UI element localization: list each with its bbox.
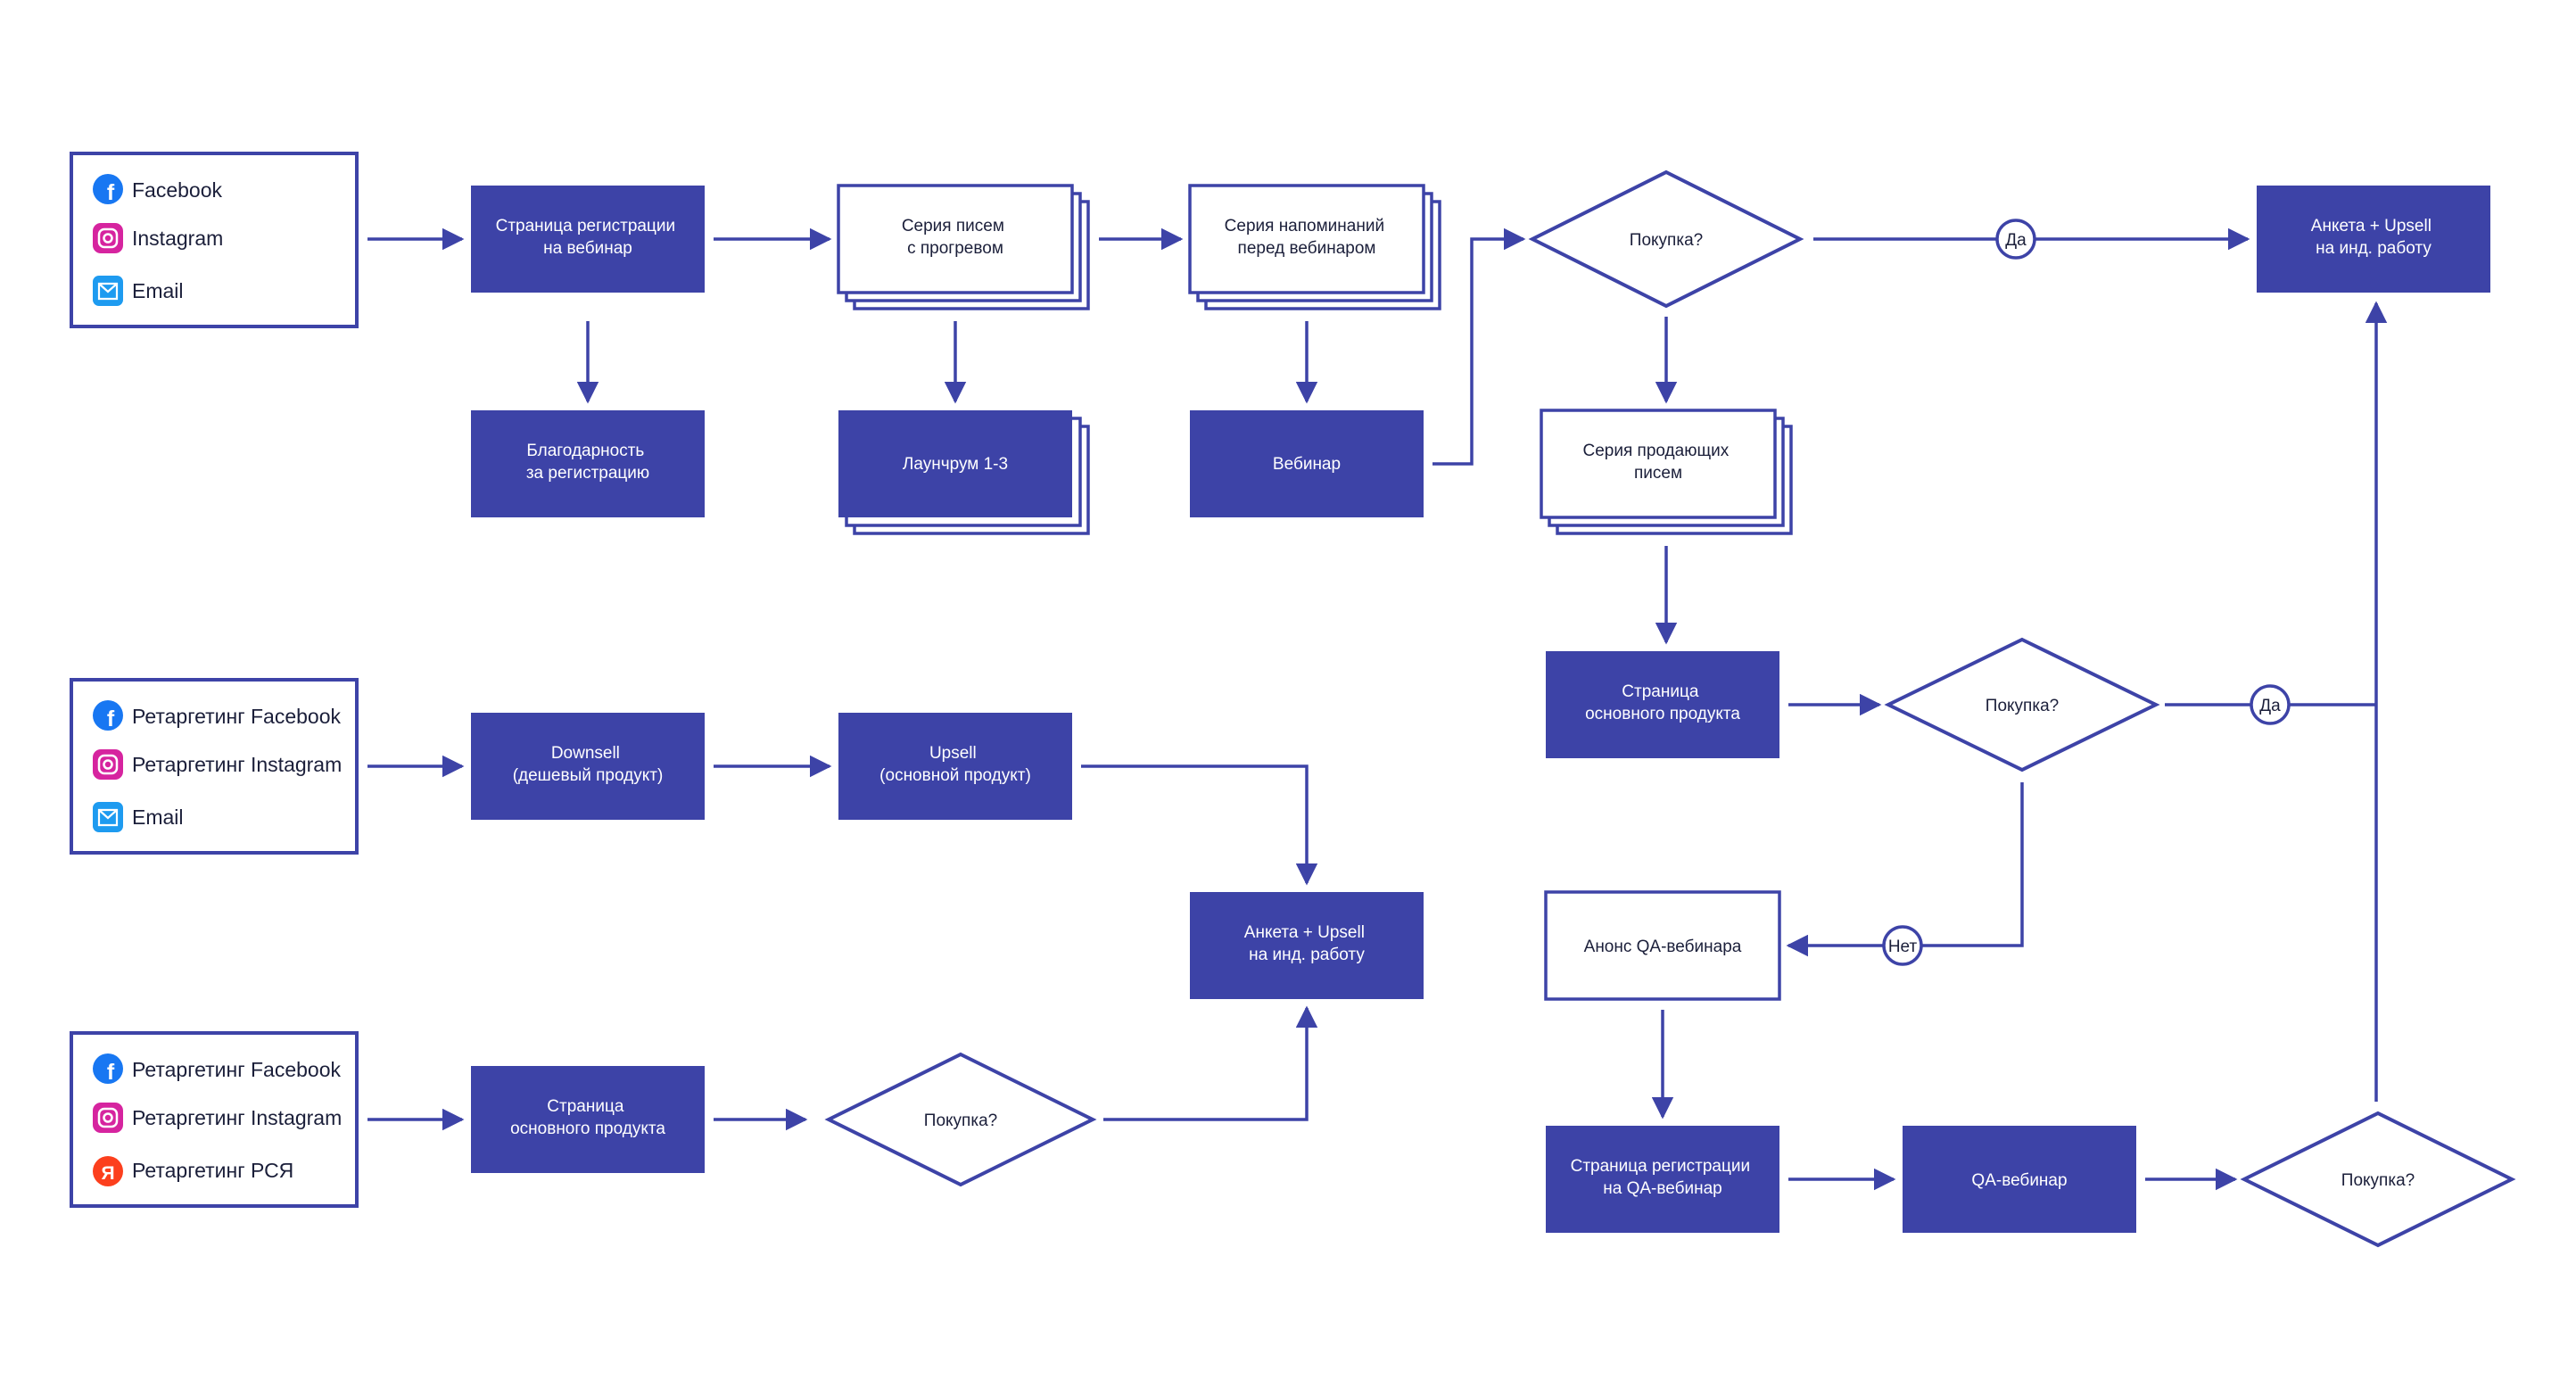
facebook-icon: f	[93, 1053, 123, 1085]
main-product-page-left-node: Страница основного продукта	[471, 1066, 705, 1173]
connector-arrow	[1786, 782, 2024, 957]
upsell-node: Upsell (основной продукт)	[838, 713, 1072, 820]
svg-text:Страница основного проду: Страница основного продукта	[510, 1097, 665, 1138]
svg-text:Да: Да	[2005, 231, 2027, 250]
connector-arrow	[1432, 227, 1526, 466]
svg-text:Анонс QA-вебинара: Анонс QA-вебинара	[1584, 938, 1742, 956]
connector-arrow	[1103, 1005, 1318, 1121]
source-label: Facebook	[132, 178, 223, 202]
source-label: Ретаргетинг Facebook	[132, 1058, 341, 1081]
instagram-icon	[93, 223, 123, 253]
email-icon	[93, 276, 123, 306]
source-label: Ретаргетинг Facebook	[132, 705, 341, 728]
source-box-bottom: f Ретаргетинг Facebook Ретаргетинг Insta…	[70, 1031, 359, 1208]
svg-text:QA-вебинар: QA-вебинар	[1971, 1171, 2067, 1190]
source-box-top: f Facebook Instagram Email	[70, 152, 359, 328]
source-label: Email	[132, 279, 184, 302]
thank-you-node: Благодарность за регистрацию	[471, 410, 705, 517]
source-label: Email	[132, 806, 184, 829]
source-box-middle: f Ретаргетинг Facebook Ретаргетинг Insta…	[70, 678, 359, 855]
svg-text:Покупка?: Покупка?	[924, 1111, 997, 1130]
email-icon	[93, 802, 123, 832]
survey-upsell-top-node: Анкета + Upsell на инд. работу	[2257, 186, 2490, 293]
svg-text:f: f	[107, 1060, 115, 1085]
registration-page-node: Страница регистрации на вебинар	[471, 186, 705, 293]
purchase-decision-3: Покупка?	[2240, 1111, 2516, 1248]
svg-text:f: f	[107, 706, 115, 731]
facebook-icon: f	[93, 174, 123, 205]
qa-webinar-node: QA-вебинар	[1903, 1126, 2136, 1233]
downsell-node: Downsell (дешевый продукт)	[471, 713, 705, 820]
facebook-icon: f	[93, 700, 123, 731]
svg-text:Я: Я	[101, 1163, 114, 1184]
svg-text:Нет: Нет	[1888, 938, 1918, 956]
purchase-decision-1: Покупка?	[1528, 169, 1804, 309]
svg-text:Покупка?: Покупка?	[1630, 231, 1703, 250]
svg-text:Серия продающих писем: Серия продающих писем	[1583, 442, 1734, 483]
svg-text:Да: Да	[2259, 697, 2281, 715]
svg-text:f: f	[107, 180, 115, 205]
svg-text:Лаунчрум 1-3: Лаунчрум 1-3	[903, 455, 1008, 474]
instagram-icon	[93, 1103, 123, 1133]
edge-label-no: Нет	[1882, 925, 1923, 966]
edge-label-yes: Да	[1995, 219, 2036, 260]
svg-text:Анкета + Upsell на инд.: Анкета + Upsell на инд. работу	[1244, 923, 1369, 964]
svg-text:Страница регистрации на: Страница регистрации на QA-вебинар	[1571, 1157, 1755, 1198]
webinar-node: Вебинар	[1190, 410, 1424, 517]
survey-upsell-middle-node: Анкета + Upsell на инд. работу	[1190, 892, 1424, 999]
yandex-icon: Я	[93, 1156, 123, 1186]
svg-text:Серия напоминаний перед: Серия напоминаний перед вебинаром	[1225, 217, 1390, 258]
instagram-icon	[93, 749, 123, 780]
source-label: Ретаргетинг Instagram	[132, 753, 342, 776]
svg-text:Downsell (дешевый продук: Downsell (дешевый продукт)	[513, 744, 664, 785]
launchroom-node: Лаунчрум 1-3	[838, 410, 1090, 535]
purchase-decision-2: Покупка?	[1884, 637, 2160, 772]
qa-registration-node: Страница регистрации на QA-вебинар	[1546, 1126, 1779, 1233]
svg-text:Покупка?: Покупка?	[2341, 1171, 2415, 1190]
qa-announce-node: Анонс QA-вебинара	[1544, 890, 1781, 1001]
main-product-page-right-node: Страница основного продукта	[1546, 651, 1779, 758]
svg-text:Серия писем с прогревом: Серия писем с прогревом	[902, 217, 1009, 258]
svg-text:Страница регистрации на: Страница регистрации на вебинар	[496, 217, 681, 258]
svg-text:Страница основного проду: Страница основного продукта	[1585, 682, 1740, 723]
warmup-emails-node: Серия писем с прогревом	[837, 184, 1090, 310]
svg-text:Анкета + Upsell на инд.: Анкета + Upsell на инд. работу	[2311, 217, 2436, 258]
source-label: Ретаргетинг РСЯ	[132, 1159, 293, 1182]
reminders-node: Серия напоминаний перед вебинаром	[1188, 184, 1441, 310]
source-label: Ретаргетинг Instagram	[132, 1106, 342, 1129]
svg-text:Благодарность за регистр: Благодарность за регистрацию	[526, 442, 649, 483]
source-label: Instagram	[132, 227, 223, 250]
selling-emails-node: Серия продающих писем	[1540, 409, 1793, 535]
connector-arrow	[1081, 764, 1318, 886]
svg-text:Вебинар: Вебинар	[1273, 455, 1341, 474]
edge-label-yes: Да	[2250, 684, 2291, 725]
svg-text:Upsell (основной продукт: Upsell (основной продукт)	[879, 744, 1031, 785]
svg-text:Покупка?: Покупка?	[1986, 697, 2059, 715]
purchase-decision-4: Покупка?	[824, 1052, 1097, 1187]
